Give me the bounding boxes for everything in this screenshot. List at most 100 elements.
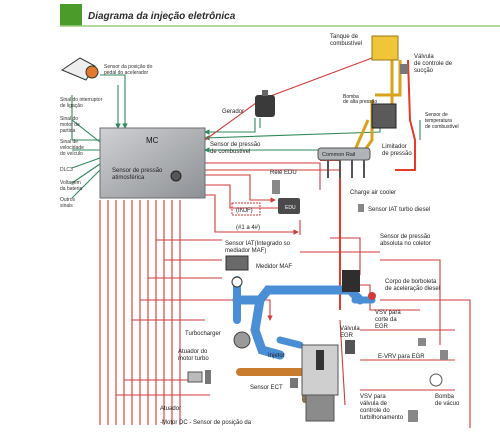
tank-label-1: Tanque de — [330, 34, 359, 40]
ecu-box — [99, 127, 206, 199]
suction-label-3: sucção — [414, 68, 434, 74]
pedal-label-2: pedal do acelerador — [104, 70, 149, 76]
charge-air: Charge air cooler Sensor IAT turbo diese… — [350, 190, 430, 213]
egr-valve-icon — [345, 340, 355, 354]
supply-pump-icon — [371, 103, 397, 129]
throttle-2: de aceleração diesel — [385, 286, 440, 292]
input-other-1: Outros — [60, 197, 76, 203]
vsv-egr-1: VSV para — [375, 310, 401, 316]
vsv-turbo-1: VSV para — [360, 394, 386, 400]
egr-2: EGR — [340, 333, 354, 339]
pedal-sensor: Sensor da posição do pedal do acelerador — [60, 57, 153, 81]
input-ign-1: Sinal do interruptor — [60, 97, 103, 103]
maf-icon — [225, 255, 249, 271]
injf-label: (INJF) — [236, 208, 253, 214]
fuel-tank: Tanque de combustível Válvula de control… — [330, 34, 459, 130]
edu-icon — [278, 198, 300, 214]
fuel-pressure-1: Sensor de pressão — [210, 142, 261, 148]
turbo-block: Turbocharger Atuador do motor turbo — [178, 331, 251, 384]
limiter-2: de pressão — [382, 151, 412, 157]
generator-label: Gerador — [222, 109, 244, 115]
input-speed-1: Sinal de — [60, 139, 78, 145]
turbo-act-1: Atuador do — [178, 349, 208, 355]
left-inputs: Sinal do interruptor de ligação Sinal do… — [60, 97, 103, 209]
atm-sensor-icon — [170, 170, 182, 182]
ect-label: Sensor ECT — [250, 385, 283, 391]
injector-icon — [316, 350, 324, 370]
injector-label: Injetor — [268, 353, 285, 359]
edu-relay-label: Relé EDU — [270, 170, 297, 176]
actuator-wires — [99, 54, 471, 430]
atm-sensor-line2: atimosférica — [112, 175, 145, 181]
vsv-turbo-3: controle do — [360, 408, 390, 414]
header: Diagrama da injeção eletrônica — [60, 4, 500, 27]
turbo-actuator-icon — [187, 371, 203, 383]
suction-valve-icon — [400, 64, 408, 74]
suction-label-1: Válvula — [414, 54, 434, 60]
ecu-label: MC — [146, 136, 159, 145]
suction-label-2: de controle de — [414, 61, 453, 67]
map-1: Sensor de pressão — [380, 234, 431, 240]
supply-pump-1: Bomba — [343, 94, 359, 100]
vacuum-pump-icon — [429, 373, 443, 387]
cac-label: Charge air cooler — [350, 190, 396, 196]
fuel-tank-icon — [371, 35, 399, 61]
vsv-turbo-4: turbilhonamento — [360, 415, 404, 421]
input-battery-2: da bateria — [60, 186, 82, 192]
injf-box — [231, 202, 261, 216]
common-rail-label: Common Rail — [322, 152, 355, 158]
tank-label-2: combustível — [330, 41, 362, 47]
maf-gauge-icon — [231, 276, 243, 288]
fuel-lines — [320, 59, 416, 310]
map-throttle: Sensor de pressão absoluta no coletor Co… — [342, 234, 440, 300]
ecu: MC Sensor de pressão atimosférica — [99, 127, 206, 199]
injf-count: (#1 a 4#) — [236, 225, 260, 231]
supply-pump-2: de alta pressão — [343, 99, 377, 105]
iat-maf-1: Sensor IAT(Integrado so — [225, 241, 291, 247]
actuator-note: Atuador -Motor DC - Sensor de posição da — [160, 406, 252, 426]
edu-relay-icon — [272, 180, 280, 194]
egr-block: Válvula EGR VSV para corte da EGR E-VRV … — [340, 310, 448, 360]
generator: Gerador — [222, 90, 275, 117]
map-2: absoluta no coletor — [380, 241, 431, 247]
throttle-body-icon — [342, 270, 360, 292]
input-dlc3: DLC3 — [60, 167, 73, 173]
input-speed-3: do veículo — [60, 151, 83, 157]
vsv-egr-2: corte da — [375, 317, 397, 323]
iat-turbo-label: Sensor IAT turbo diesel — [368, 207, 430, 213]
vacuum-2: de vácuo — [435, 401, 460, 407]
edu-label: EDU — [285, 205, 296, 211]
vacuum-1: Bomba — [435, 394, 455, 400]
input-other-2: sinais — [60, 203, 73, 209]
engine-block: Injetor Sensor ECT — [250, 344, 339, 422]
actuator-label: Atuador — [160, 406, 181, 412]
egr-1: Válvula — [340, 326, 360, 332]
vsv-turbo-2: válvula de — [360, 401, 388, 407]
input-start-1: Sinal do — [60, 116, 78, 122]
fuel-return-line — [395, 59, 416, 171]
wire-edu-relay — [205, 162, 321, 190]
common-rail: Common Rail Sensor de pressão de combust… — [210, 142, 412, 178]
header-title: Diagrama da injeção eletrônica — [88, 11, 236, 22]
throttle-1: Corpo de borboleta — [385, 279, 437, 285]
evrv-label: E-VRV para EGR — [378, 354, 425, 360]
pedal-label-1: Sensor da posição do — [104, 64, 153, 70]
throttle-connector-icon — [368, 292, 376, 300]
input-speed-2: velocidade — [60, 145, 84, 151]
exhaust-path — [236, 362, 314, 403]
iat-maf-2: mediador MAF) — [225, 248, 266, 254]
wire-pedal — [100, 74, 128, 129]
header-accent — [60, 4, 82, 26]
wire-generator — [204, 118, 256, 135]
maf-block: Sensor IAT(Integrado so mediador MAF) Me… — [225, 241, 292, 288]
fuel-pressure-2: de combustível — [210, 149, 250, 155]
input-start-3: partida — [60, 128, 76, 134]
vsv-vacuum: VSV para válvula de controle do turbilho… — [360, 373, 460, 422]
edu-block: Relé EDU EDU (INJF) (#1 a 4#) — [231, 170, 300, 231]
generator-icon — [255, 95, 275, 117]
fuel-temp-2: temperatura — [425, 118, 452, 124]
limiter-1: Limitador — [382, 144, 407, 150]
fuel-temp-1: Sensor de — [425, 112, 448, 118]
